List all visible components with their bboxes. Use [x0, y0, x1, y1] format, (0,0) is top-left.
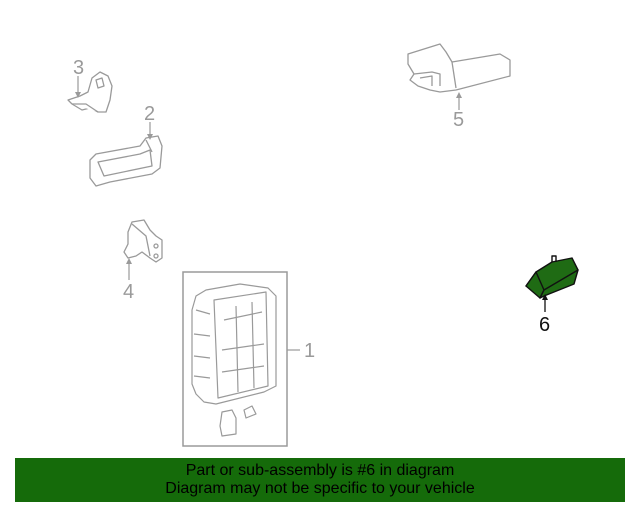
notice-line-disclaimer: Diagram may not be specific to your vehi… — [165, 480, 475, 497]
callout-3[interactable]: 3 — [73, 57, 85, 79]
part-6-relay[interactable] — [525, 255, 579, 299]
callout-4[interactable]: 4 — [123, 281, 135, 303]
part-5-module[interactable] — [407, 43, 511, 93]
callout-6[interactable]: 6 — [539, 314, 551, 336]
arrow-icon — [147, 134, 153, 140]
arrow-icon — [126, 258, 132, 264]
callout-1[interactable]: 1 — [304, 340, 316, 362]
notice-banner: Part or sub-assembly is #6 in diagram Di… — [15, 458, 625, 502]
part-4-bracket[interactable] — [123, 219, 163, 263]
arrow-icon — [542, 294, 548, 300]
arrow-icon — [456, 92, 462, 98]
callout-5[interactable]: 5 — [453, 109, 465, 131]
arrow-icon — [75, 92, 81, 98]
notice-line-part: Part or sub-assembly is #6 in diagram — [185, 462, 455, 479]
part-2-tray[interactable] — [89, 135, 163, 187]
part-1-junction-block[interactable] — [191, 283, 277, 437]
callout-2[interactable]: 2 — [144, 103, 156, 125]
